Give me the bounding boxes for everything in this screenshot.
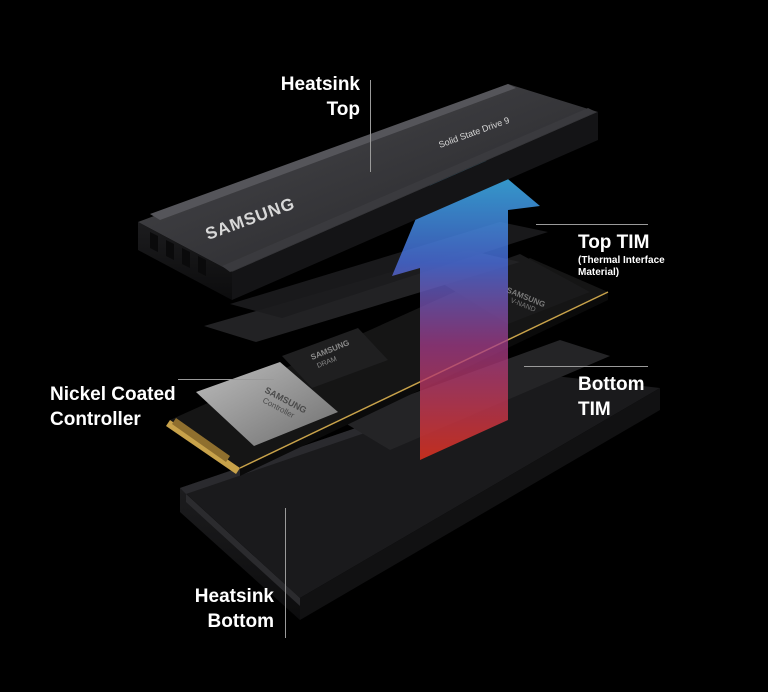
label-top-tim-sub2: Material) <box>578 267 620 278</box>
label-top-tim-sub1: (Thermal Interface <box>578 255 665 266</box>
label-controller-line1: Nickel Coated <box>50 384 176 405</box>
label-bottom-tim-line1: Bottom <box>578 374 645 395</box>
label-top-tim: Top TIM (Thermal Interface Material) <box>578 230 758 279</box>
heatsink-top: SAMSUNG Solid State Drive 9 <box>138 84 598 300</box>
label-heatsink-top: Heatsink Top <box>230 72 360 122</box>
label-controller: Nickel Coated Controller <box>50 382 220 432</box>
label-heatsink-bottom-line2: Bottom <box>207 611 274 632</box>
dram-chip <box>282 328 388 388</box>
leader-controller <box>178 379 274 380</box>
label-heatsink-top-line1: Heatsink <box>280 74 360 95</box>
label-controller-line2: Controller <box>50 409 141 430</box>
leader-top-tim <box>536 224 648 225</box>
leader-heatsink-bottom <box>285 508 286 638</box>
gold-connector <box>166 420 240 474</box>
heatsink-fins <box>150 232 206 276</box>
label-bottom-tim-line2: TIM <box>578 399 611 420</box>
label-bottom-tim: Bottom TIM <box>578 372 728 422</box>
leader-heatsink-top <box>370 80 371 172</box>
controller-chip <box>196 362 338 446</box>
label-top-tim-line1: Top TIM <box>578 232 650 253</box>
label-heatsink-bottom-line1: Heatsink <box>194 586 274 607</box>
leader-bottom-tim <box>524 366 648 367</box>
label-heatsink-top-line2: Top <box>326 99 360 120</box>
heat-flow-arrow <box>392 132 540 460</box>
label-heatsink-bottom: Heatsink Bottom <box>144 584 274 634</box>
